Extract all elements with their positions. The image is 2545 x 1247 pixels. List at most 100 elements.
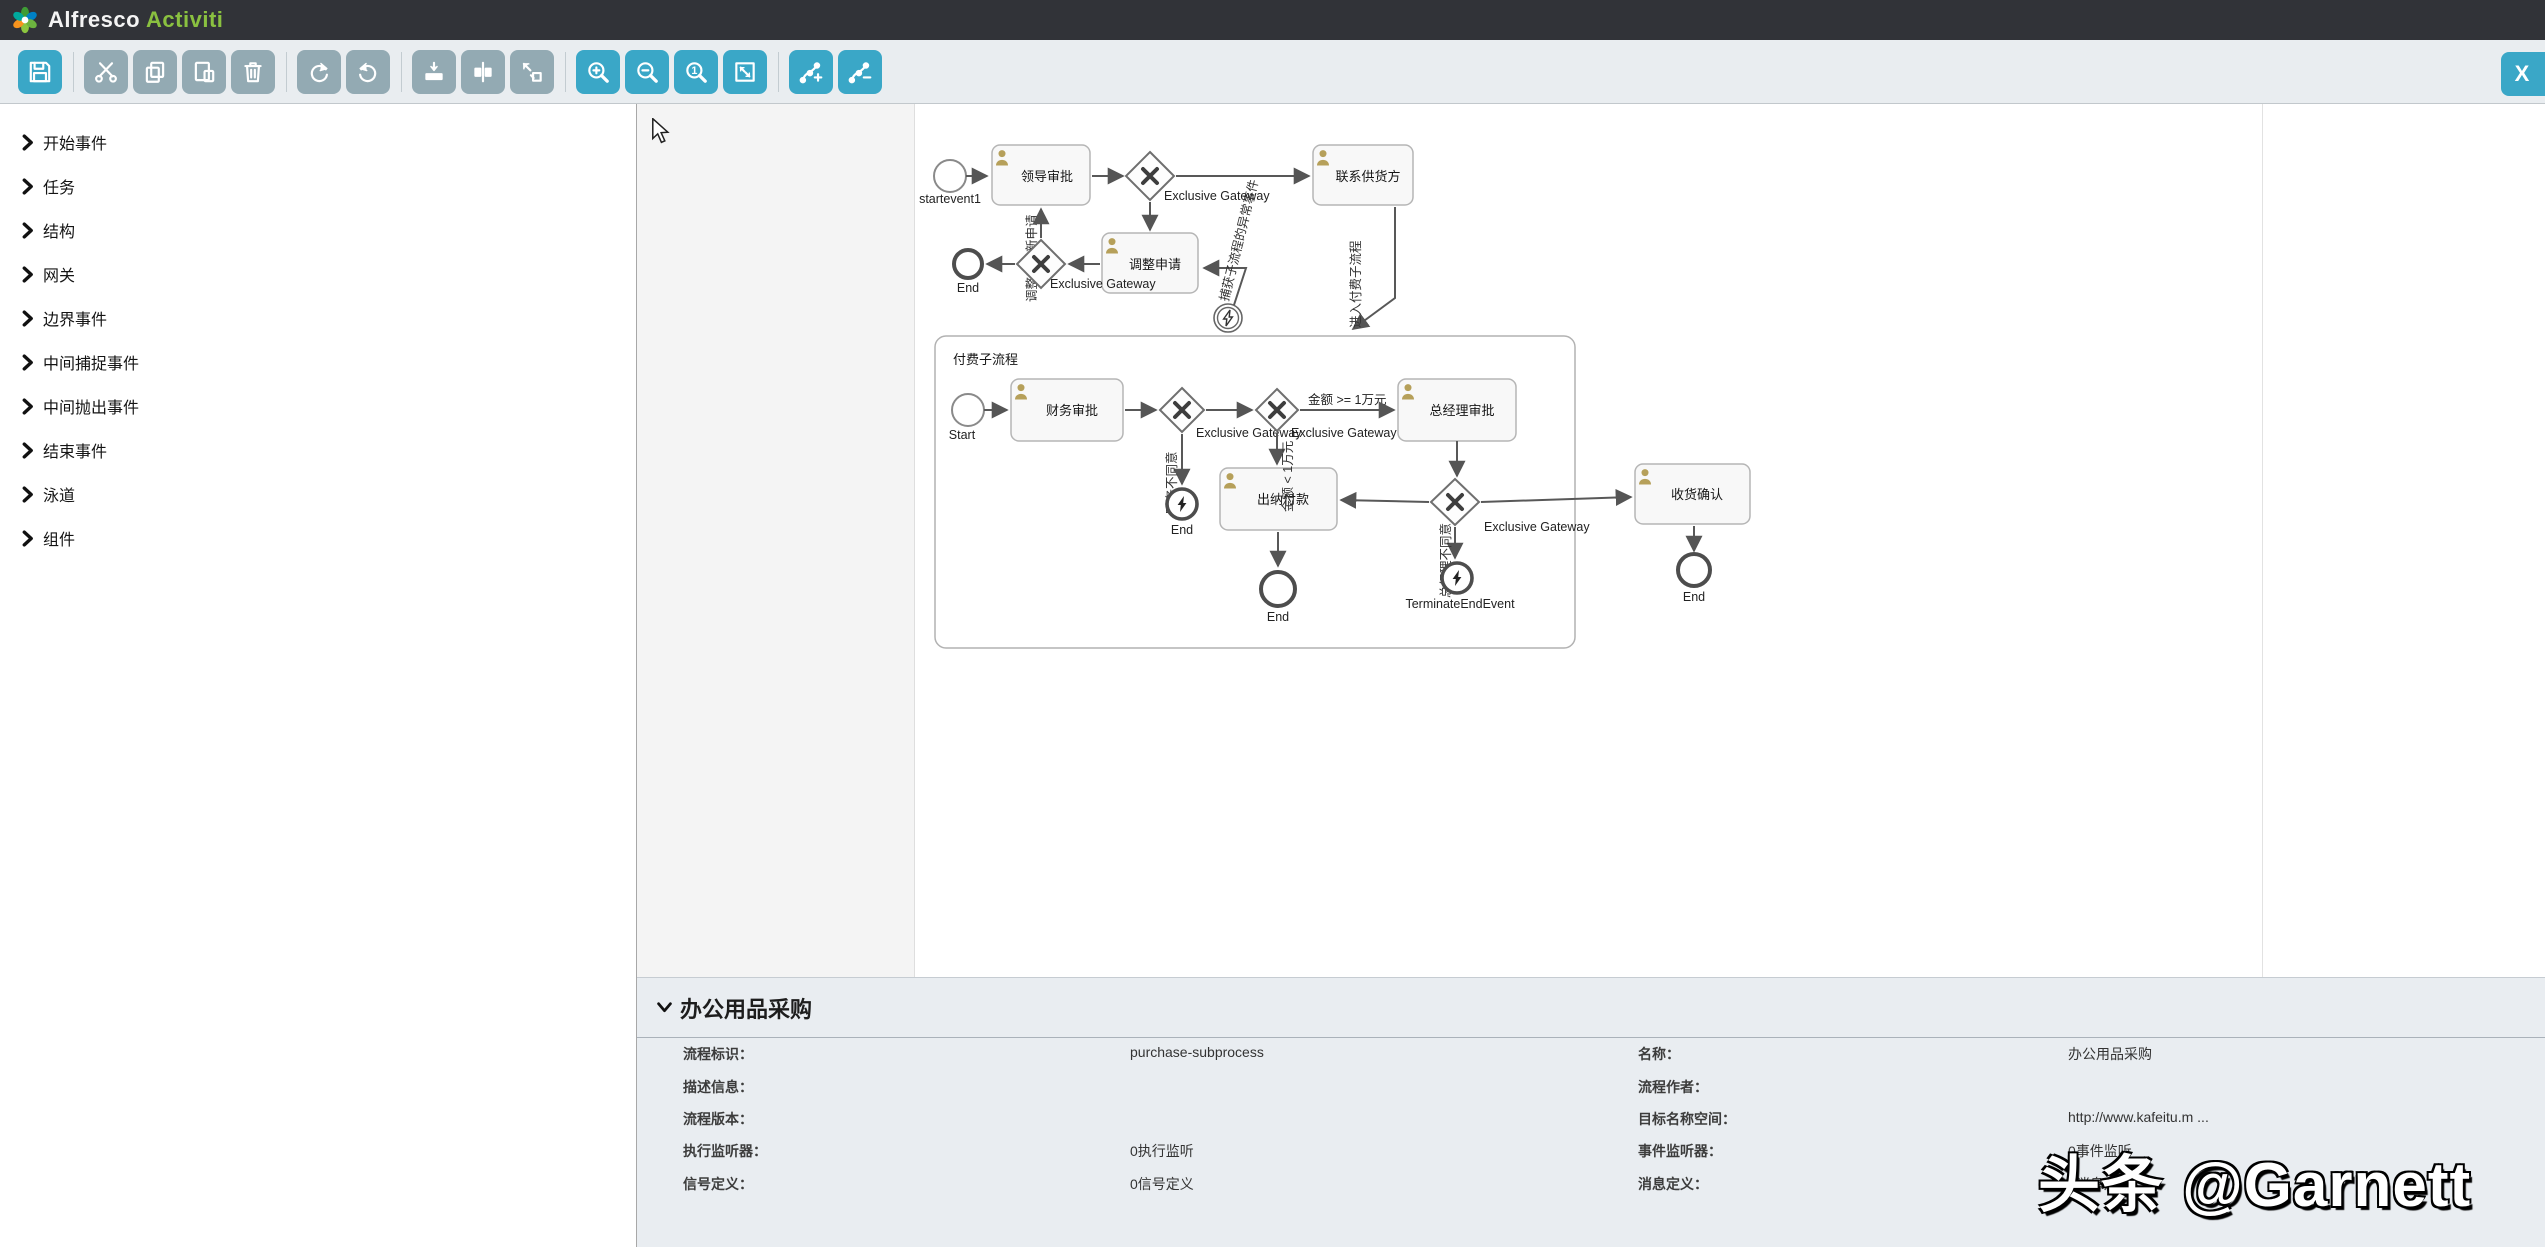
property-label: 消息定义： — [1638, 1176, 1708, 1192]
property-value[interactable]: 0执行监听 — [1130, 1143, 1194, 1159]
error-end-event-subprocess[interactable]: End — [1165, 487, 1199, 537]
user-task-contact-supplier[interactable]: 联系供货方 — [1312, 144, 1414, 206]
redo-icon — [310, 62, 328, 82]
palette-item-structure[interactable]: 结构 — [0, 208, 636, 252]
property-label: 流程作者： — [1638, 1079, 1708, 1095]
cut-button[interactable] — [84, 49, 128, 94]
align-vertical-button[interactable] — [461, 49, 505, 94]
user-task-adjust-request[interactable]: 调整申请 — [1101, 232, 1199, 294]
start-event-label: Start — [949, 428, 976, 442]
palette-item-start-events[interactable]: 开始事件 — [0, 120, 636, 164]
exclusive-gateway-2[interactable]: Exclusive Gateway — [1015, 238, 1156, 291]
save-button[interactable] — [18, 49, 62, 94]
end-event-label: End — [1267, 610, 1289, 624]
start-event-label: startevent1 — [919, 192, 981, 206]
user-task-leader-approval[interactable]: 领导审批 — [991, 144, 1091, 206]
end-event-label: End — [1683, 590, 1705, 604]
gateway-label: Exclusive Gateway — [1164, 189, 1270, 203]
sequence-flow[interactable] — [1351, 207, 1396, 331]
copy-button[interactable] — [133, 49, 177, 94]
canvas-gutter — [637, 104, 915, 977]
gateway-x-icon — [1446, 493, 1464, 511]
align-vertical-icon — [474, 61, 492, 82]
chevron-right-icon — [22, 529, 33, 547]
terminate-end-event[interactable]: TerminateEndEvent — [1405, 561, 1515, 611]
bendpoint-add-icon — [799, 61, 823, 83]
palette-item-swimlanes[interactable]: 泳道 — [0, 472, 636, 516]
editor-toolbar: 1 X — [0, 40, 2545, 104]
canvas-right-edge — [2262, 104, 2263, 977]
properties-panel: 办公用品采购 流程标识： purchase-subprocess 描述信息： 流… — [637, 977, 2545, 1247]
toolbar-separator — [286, 51, 287, 92]
gateway-label: Exclusive Gateway — [1484, 520, 1590, 534]
exclusive-gateway-1[interactable]: Exclusive Gateway — [1124, 150, 1270, 203]
property-label: 事件监听器： — [1638, 1143, 1722, 1159]
toolbar-separator — [778, 51, 779, 92]
palette-item-components[interactable]: 组件 — [0, 516, 636, 560]
property-value[interactable]: 办公用品采购 — [2068, 1046, 2152, 1062]
zoom-actual-button[interactable]: 1 — [674, 49, 718, 94]
end-event-subprocess[interactable]: End — [1259, 570, 1297, 624]
property-value[interactable]: 0消息定义 — [2068, 1176, 2132, 1192]
property-value[interactable]: purchase-subprocess — [1130, 1044, 1264, 1060]
undo-button[interactable] — [346, 49, 390, 94]
palette-item-label: 中间抛出事件 — [43, 400, 140, 417]
bendpoint-add-button[interactable] — [789, 49, 833, 94]
redo-button[interactable] — [297, 49, 341, 94]
property-label: 流程版本： — [683, 1111, 753, 1127]
mouse-cursor — [652, 118, 670, 144]
user-task-cashier-payment[interactable]: 出纳付款 — [1219, 467, 1338, 531]
end-event-label: End — [957, 281, 979, 295]
process-title: 办公用品采购 — [680, 996, 813, 1022]
delete-button[interactable] — [231, 49, 275, 94]
user-task-gm-approval[interactable]: 总经理审批 — [1397, 378, 1517, 442]
chevron-right-icon — [22, 133, 33, 151]
user-task-finance-approval[interactable]: 财务审批 — [1010, 378, 1124, 442]
copy-icon — [145, 61, 165, 83]
palette-item-intermediate-throwing[interactable]: 中间抛出事件 — [0, 384, 636, 428]
chevron-down-icon — [657, 1002, 672, 1013]
bendpoint-delete-icon — [848, 61, 872, 83]
palette-item-label: 任务 — [43, 180, 76, 197]
chevron-right-icon — [22, 397, 33, 415]
end-event-top[interactable]: End — [952, 248, 984, 295]
paste-button[interactable] — [182, 49, 226, 94]
same-size-icon — [522, 62, 542, 82]
property-value[interactable]: 0事件监听 — [2068, 1143, 2132, 1159]
zoom-in-button[interactable] — [576, 49, 620, 94]
diagram-canvas[interactable]: .flow { stroke:#585858; stroke-width:2; … — [637, 104, 2545, 977]
palette-item-tasks[interactable]: 任务 — [0, 164, 636, 208]
palette-item-gateways[interactable]: 网关 — [0, 252, 636, 296]
sequence-flow[interactable] — [1202, 259, 1248, 306]
user-task-receipt-confirm[interactable]: 收货确认 — [1634, 463, 1751, 525]
start-event-startevent1[interactable]: startevent1 — [919, 159, 981, 206]
property-label: 描述信息： — [683, 1079, 753, 1095]
exclusive-gateway-5[interactable]: Exclusive Gateway — [1429, 477, 1590, 534]
palette-item-label: 结构 — [43, 224, 76, 241]
align-horizontal-button[interactable] — [412, 49, 456, 94]
palette-item-intermediate-catching[interactable]: 中间捕捉事件 — [0, 340, 636, 384]
app-header: Alfresco Activiti — [0, 0, 2545, 40]
zoom-out-button[interactable] — [625, 49, 669, 94]
gateway-x-icon — [1268, 401, 1286, 419]
zoom-fit-button[interactable] — [723, 49, 767, 94]
properties-panel-header[interactable]: 办公用品采购 — [637, 978, 2545, 1038]
palette-item-end-events[interactable]: 结束事件 — [0, 428, 636, 472]
exclusive-gateway-4[interactable]: Exclusive Gateway — [1254, 387, 1397, 440]
exclusive-gateway-3[interactable]: Exclusive Gateway — [1158, 386, 1302, 440]
toolbar-separator — [73, 51, 74, 92]
chevron-right-icon — [22, 441, 33, 459]
same-size-button[interactable] — [510, 49, 554, 94]
palette-item-boundary-events[interactable]: 边界事件 — [0, 296, 636, 340]
property-value[interactable]: http://www.kafeitu.m ... — [2068, 1109, 2209, 1125]
end-event-receipt[interactable]: End — [1676, 552, 1712, 604]
sequence-flow[interactable] — [1339, 491, 1430, 509]
close-panel-button[interactable]: X — [2501, 52, 2545, 96]
palette-item-label: 开始事件 — [43, 136, 108, 153]
bendpoint-delete-button[interactable] — [838, 49, 882, 94]
property-value[interactable]: 0信号定义 — [1130, 1176, 1194, 1192]
flow-label-enter-subprocess: 进入付费子流程 — [1348, 240, 1363, 328]
sequence-flow[interactable] — [1480, 489, 1633, 507]
gateway-x-icon — [1173, 401, 1191, 419]
